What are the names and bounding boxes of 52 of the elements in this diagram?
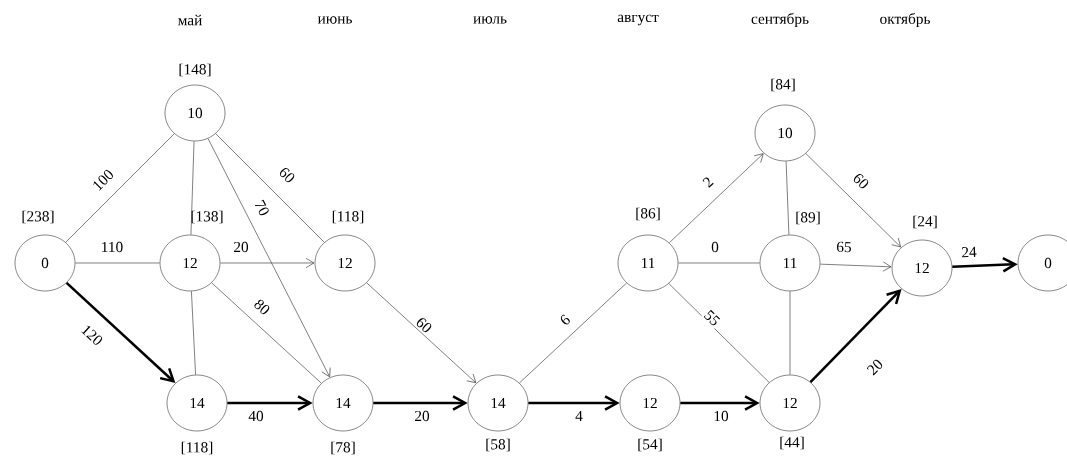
time-label: [238] — [22, 210, 54, 224]
month-label: май — [178, 14, 202, 26]
edge-label: 6 — [556, 311, 574, 329]
time-label: [138] — [191, 210, 223, 224]
arrow — [207, 138, 331, 378]
time-label: [54] — [638, 438, 662, 452]
edge-label: 80 — [251, 296, 274, 318]
arrow — [220, 258, 315, 268]
arrow — [819, 261, 892, 272]
edge-label: 120 — [78, 321, 106, 349]
arrow — [366, 282, 477, 384]
time-label: [44] — [780, 436, 804, 450]
edge-label: 110 — [99, 240, 125, 254]
month-label: сентябрь — [751, 12, 809, 28]
time-label: [78] — [331, 441, 355, 455]
time-label: [86] — [636, 207, 660, 221]
arrow — [65, 281, 176, 384]
arrow — [680, 395, 760, 411]
arrow — [227, 395, 313, 411]
arrow — [528, 395, 620, 411]
edge-label: 60 — [276, 164, 298, 186]
arrow — [805, 153, 901, 248]
time-label: [58] — [486, 438, 510, 452]
edge-label: 24 — [959, 245, 979, 259]
time-label: [84] — [771, 78, 795, 92]
arrow — [809, 288, 902, 383]
edge-label: 0 — [709, 240, 721, 254]
month-label: июнь — [317, 16, 352, 24]
month-label: июль — [473, 16, 507, 24]
month-label: август — [617, 14, 659, 26]
time-label: [24] — [913, 215, 937, 229]
time-label: [118] — [332, 210, 364, 224]
edge-label: 2 — [699, 173, 717, 191]
edge-label: 65 — [834, 240, 854, 254]
edge-label: 20 — [232, 240, 250, 254]
edge-label: 20 — [413, 409, 431, 423]
arrow — [668, 153, 764, 244]
edge-label: 60 — [413, 314, 436, 336]
edge-label: 60 — [850, 170, 872, 192]
edge-label: 40 — [247, 409, 265, 423]
edge-label: 4 — [573, 409, 585, 423]
month-label: октябрь — [880, 12, 930, 28]
time-label: [118] — [181, 441, 213, 455]
edge-label: 100 — [89, 166, 117, 194]
edge-label: 20 — [864, 356, 886, 378]
edge-label: 70 — [252, 197, 272, 219]
time-label: [89] — [796, 211, 820, 225]
arrow — [373, 395, 468, 411]
edge-label: 10 — [712, 409, 730, 423]
time-label: [148] — [179, 63, 211, 77]
edge-label: 55 — [701, 307, 723, 329]
arrow — [952, 257, 1018, 273]
